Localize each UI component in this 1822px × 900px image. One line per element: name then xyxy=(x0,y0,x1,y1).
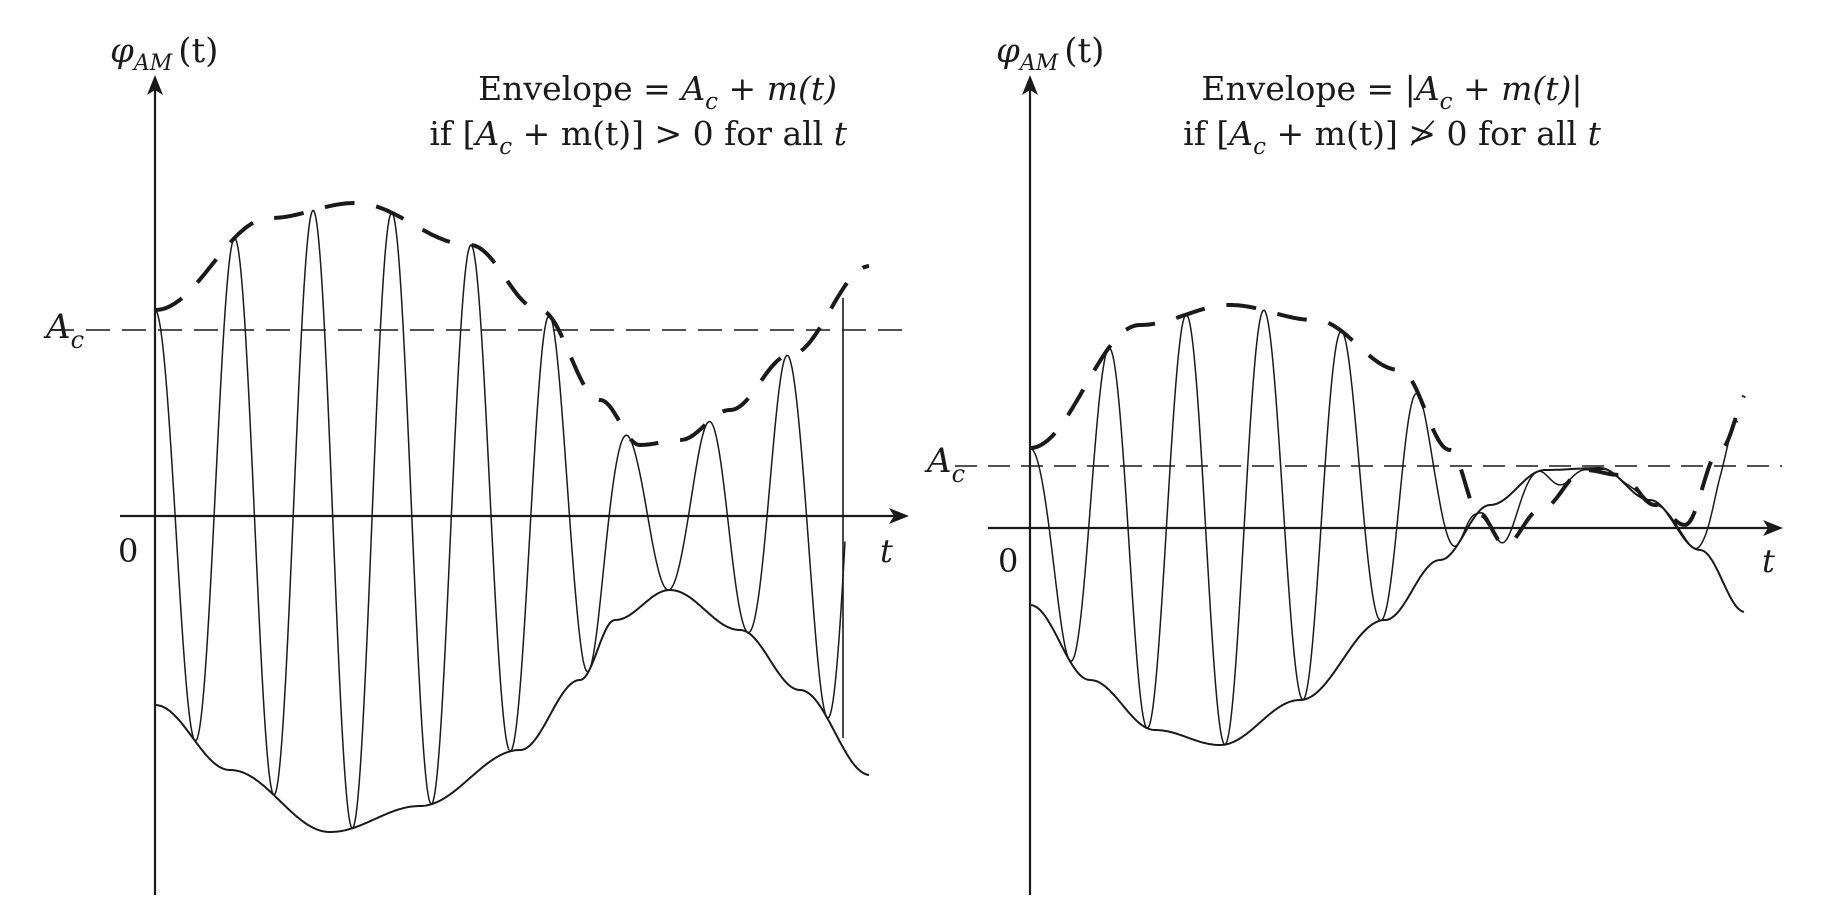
left-panel: φAM(t) Ac 0 t Envelope = Ac + m(t) if [A… xyxy=(43,31,910,895)
right-y-axis-label: φAM(t) xyxy=(996,31,1104,76)
right-am-waveform xyxy=(1029,309,1739,746)
left-annotation-line2: if [Ac + m(t)] > 0 for all t xyxy=(429,114,847,160)
left-lower-envelope xyxy=(154,589,870,833)
right-origin-label: 0 xyxy=(998,542,1018,580)
left-am-waveform xyxy=(154,209,846,829)
right-ac-label: Ac xyxy=(924,441,965,488)
right-x-axis-label: t xyxy=(1762,542,1775,580)
right-lower-envelope xyxy=(1029,467,1745,746)
left-y-axis-label: φAM(t) xyxy=(110,31,218,76)
left-x-axis-label: t xyxy=(880,532,893,570)
right-annotation-line2: if [Ac + m(t)] ≯ 0 for all t xyxy=(1183,114,1601,160)
left-origin-label: 0 xyxy=(118,532,138,570)
right-panel: φAM(t) Ac 0 t Envelope = |Ac + m(t)| if … xyxy=(924,31,1783,895)
left-annotation-line1: Envelope = Ac + m(t) xyxy=(478,69,837,115)
right-upper-envelope-dashed xyxy=(1029,303,1746,547)
left-ac-label: Ac xyxy=(43,307,84,354)
right-annotation-line1: Envelope = |Ac + m(t)| xyxy=(1201,69,1582,115)
left-upper-envelope-dashed xyxy=(154,201,870,448)
